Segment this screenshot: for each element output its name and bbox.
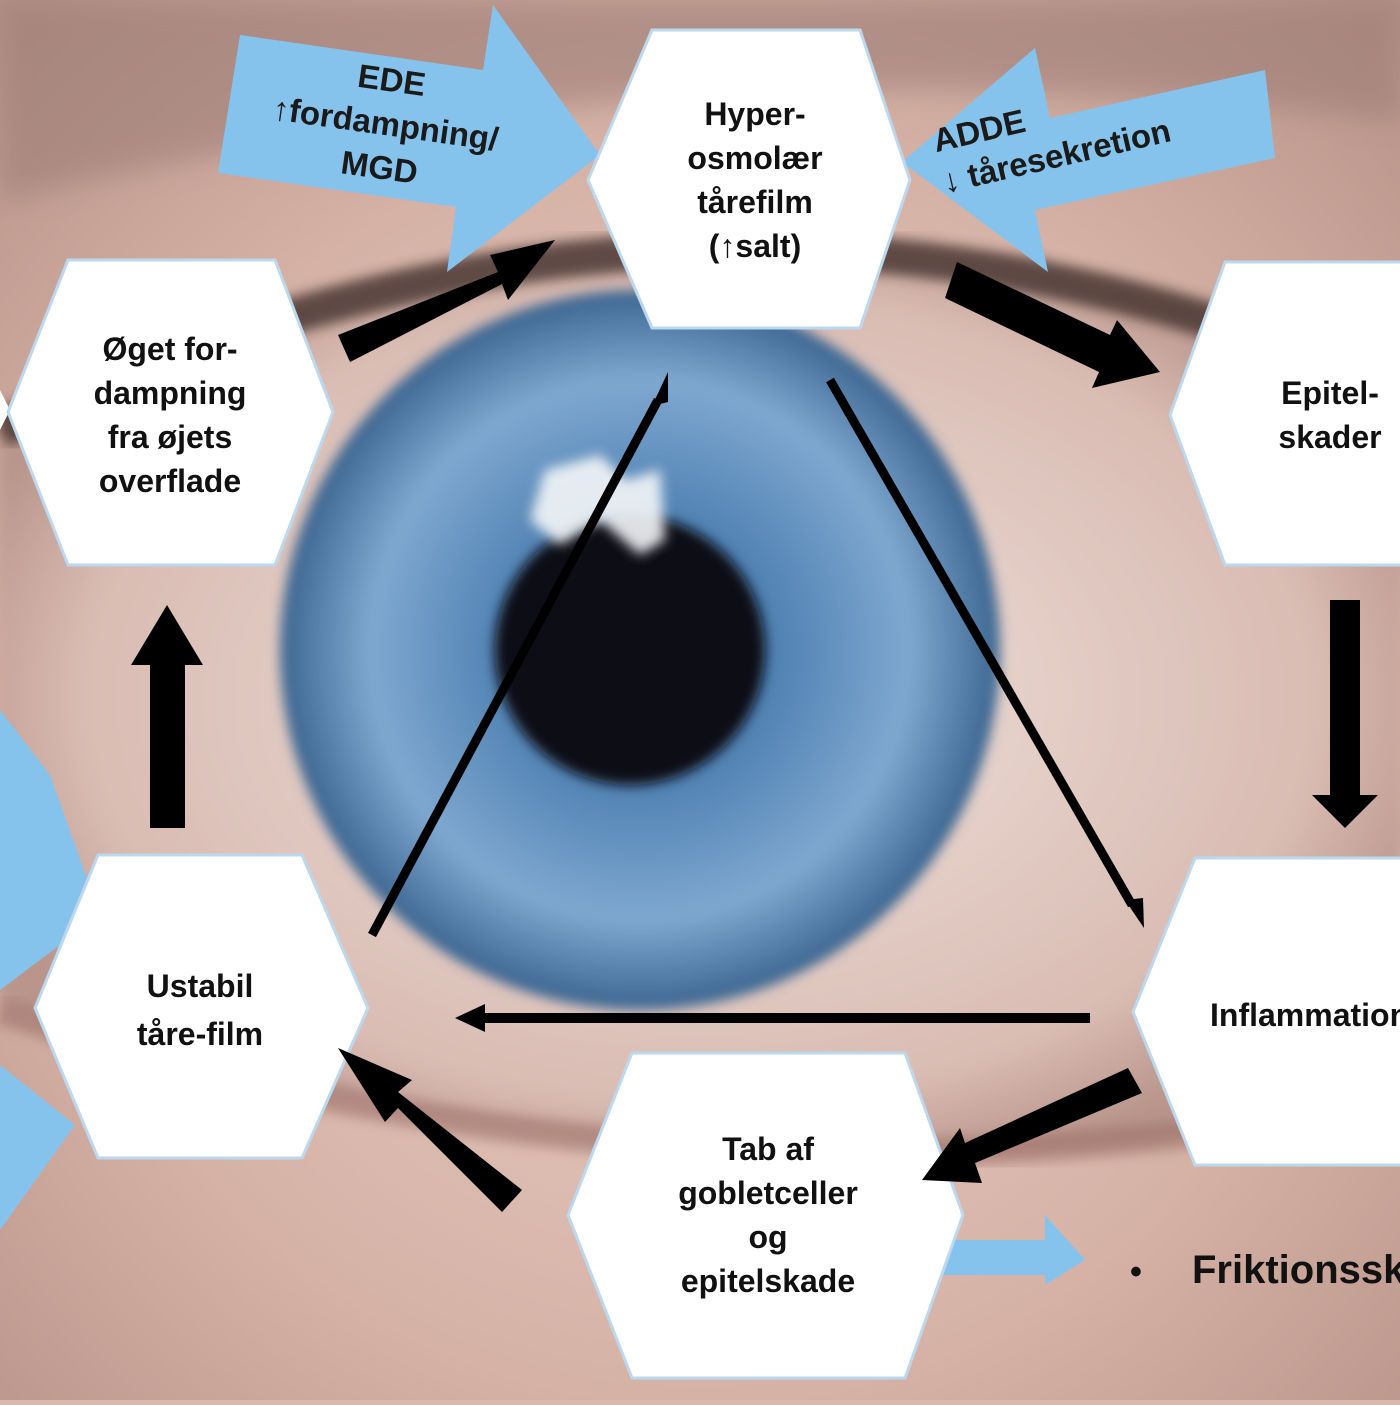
hexagon-epitel [1168, 260, 1400, 567]
hexagon-goblet [566, 1051, 965, 1380]
hexagon-hyperosmolar [586, 28, 912, 330]
hex-label-goblet: Tab af gobletceller og epitelskade [678, 1131, 858, 1299]
bullet-text: Friktionsskader [1192, 1248, 1400, 1292]
arrow-hyperosmolar-to-inflammation-line [826, 377, 1136, 908]
arrow-epitel-to-inflammation [1312, 600, 1378, 828]
hexagon-ustabil [33, 853, 370, 1160]
hex-label-fordampning: Øget for- dampning fra øjets overflade [93, 331, 247, 499]
arrow-ustabil-to-fordampning [131, 605, 203, 828]
adde-arrow-shape [902, 48, 1275, 272]
arrow-inflammation-to-ustabil-head [455, 1004, 485, 1032]
input-arrows [0, 5, 1275, 1285]
left-edge-arrow-lower [0, 1065, 75, 1230]
hexagon-fordampning [6, 258, 335, 567]
ede-arrow-shape [218, 5, 600, 272]
arrow-ustabil-to-hyperosmolar-line [368, 397, 662, 938]
arrow-goblet-to-ustabil [338, 1048, 522, 1212]
arrow-fordampning-to-hyperosmolar [338, 240, 555, 362]
arrow-hyperosmolar-to-inflammation-head [1125, 898, 1144, 928]
hex-label-inflammation: Inflammation [1210, 997, 1400, 1033]
partial-hexagon-left-edge [0, 390, 10, 430]
hex-label-epitel: Epitel- skader [1278, 375, 1382, 455]
arrow-inflammation-to-goblet [922, 1068, 1142, 1183]
friktion-arrow-shape [912, 1215, 1085, 1285]
flow-arrows-thin [368, 372, 1144, 1032]
hexagon-inflammation [1131, 856, 1400, 1167]
arrow-ustabil-to-hyperosmolar-head [652, 372, 668, 406]
bullet-friktion: • Friktionsskader [1130, 1248, 1400, 1298]
flow-arrows-thick [131, 240, 1378, 1212]
hex-label-ustabil: Ustabil tåre-film [136, 968, 264, 1052]
pupil [495, 515, 765, 785]
arrow-hyperosmolar-to-epitel [945, 262, 1160, 388]
bullet-marker: • [1130, 1253, 1142, 1291]
hexagons [6, 28, 1400, 1380]
hex-label-hyperosmolar: Hyper- osmolær tårefilm (↑salt) [687, 96, 823, 264]
